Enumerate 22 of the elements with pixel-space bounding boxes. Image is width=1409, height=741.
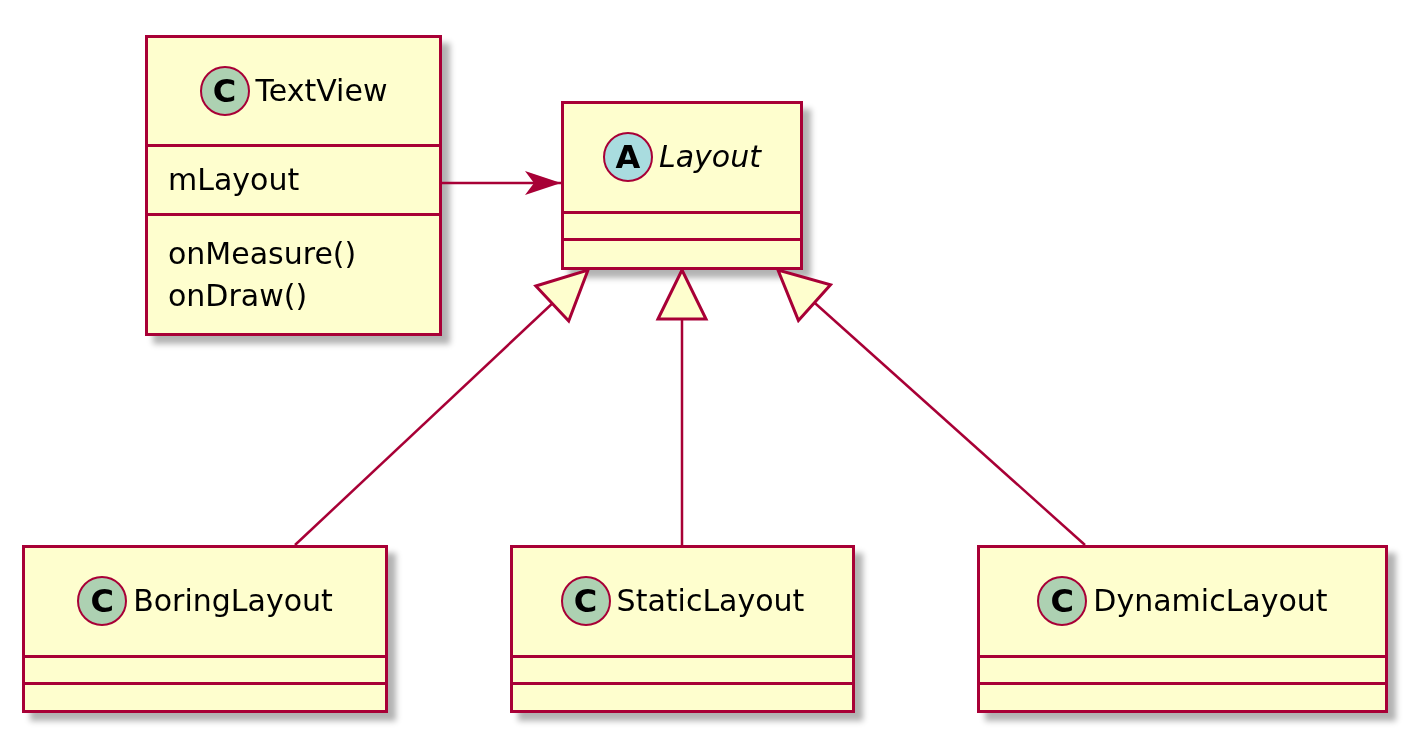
association-arrow	[442, 171, 561, 195]
class-type-icon: C	[199, 65, 250, 116]
class-name: BoringLayout	[133, 582, 333, 621]
inheritance-arrow	[656, 268, 708, 545]
class-box	[22, 545, 388, 713]
method-text: onMeasure()	[168, 234, 358, 273]
attribute-text: mLayout	[168, 161, 301, 199]
class-name: StaticLayout	[616, 582, 805, 621]
class-name: TextView	[255, 71, 388, 110]
inheritance-arrow	[294, 268, 590, 546]
class-box	[510, 545, 855, 713]
method-text: onDraw()	[168, 276, 309, 315]
class-box	[145, 35, 442, 336]
class-name: Layout	[659, 138, 761, 177]
class-type-icon: C	[560, 576, 611, 627]
class-type-icon: C	[77, 576, 128, 627]
abstract-class-box	[561, 101, 803, 270]
class-box	[977, 545, 1388, 713]
class-type-icon: C	[1037, 576, 1088, 627]
class-name: DynamicLayout	[1093, 582, 1328, 621]
inheritance-arrow	[776, 268, 1086, 546]
class-type-icon: A	[603, 132, 653, 183]
